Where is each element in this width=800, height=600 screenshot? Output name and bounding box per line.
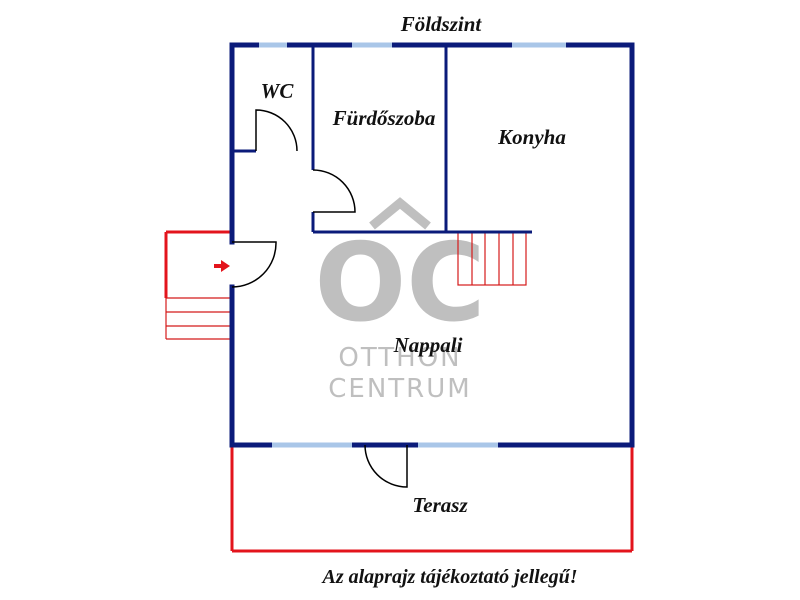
label-living-room: Nappali [393, 333, 463, 357]
label-bathroom: Fürdőszoba [332, 106, 436, 130]
entrance-stairs [165, 297, 232, 340]
door-entrance [231, 241, 277, 288]
watermark-roof-icon [369, 197, 431, 230]
disclaimer-text: Az alaprajz tájékoztató jellegű! [320, 566, 577, 588]
label-wc: WC [261, 79, 295, 103]
interior-walls [232, 45, 532, 234]
watermark-line1: OTTHON [338, 343, 461, 373]
door-wc [255, 109, 298, 152]
watermark-line2: CENTRUM [328, 374, 471, 404]
interior-stairs [457, 231, 527, 286]
entrance-arrow-icon [214, 260, 230, 272]
watermark-monogram: OC [314, 221, 485, 346]
door-bathroom [312, 169, 356, 213]
terrace-outline [230, 445, 634, 553]
label-terrace: Terasz [412, 493, 468, 517]
watermark: OC OTTHON CENTRUM [314, 197, 486, 404]
doors [231, 109, 408, 488]
floor-title: Földszint [400, 12, 483, 36]
label-kitchen: Konyha [497, 125, 566, 149]
door-terrace [364, 444, 408, 488]
entrance-stair-outline [164, 230, 232, 298]
windows [259, 42, 566, 448]
